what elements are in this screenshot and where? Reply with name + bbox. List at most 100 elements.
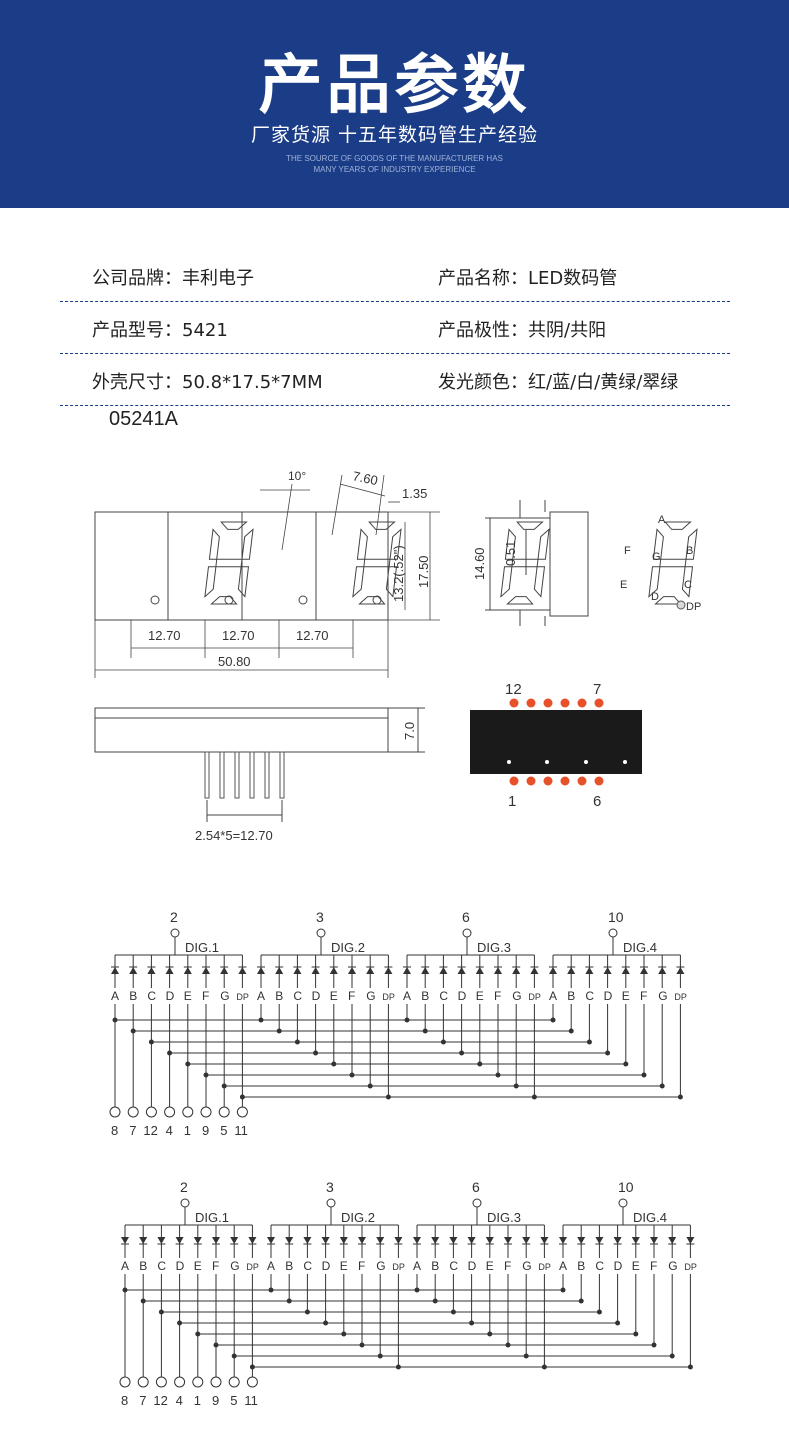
bottom-pin-number: 12 [153, 1393, 167, 1408]
segment-label: D [458, 989, 467, 1003]
segment-label: C [293, 989, 302, 1003]
diode-symbol [595, 1237, 604, 1244]
segment-label: A [111, 989, 119, 1003]
segment-b [241, 528, 254, 560]
spec-table: 公司品牌：丰利电子 产品名称：LED数码管 产品型号：5421 产品极性：共阴/… [60, 250, 730, 406]
digit-pin-circle [326, 1198, 336, 1208]
digit-pin-number: 3 [316, 909, 324, 925]
pin-dot-top [543, 698, 553, 708]
diode-symbol [111, 967, 119, 974]
pin-dot-top [560, 698, 570, 708]
segment-label: DP [538, 1262, 551, 1272]
diode-symbol [285, 1237, 294, 1244]
segment-label: A [267, 1259, 275, 1273]
diode-symbol [257, 967, 265, 974]
segment-g [363, 558, 391, 568]
dim-side-height: 14.60 [472, 547, 487, 580]
digit-name: DIG.2 [341, 1210, 375, 1225]
seg-label-a: A [658, 514, 666, 526]
diode-symbol [457, 967, 466, 974]
diode-symbol [668, 1237, 677, 1244]
digit-pin-number: 6 [472, 1179, 480, 1195]
diode-symbol [358, 1237, 366, 1244]
segment-label: E [194, 1259, 202, 1273]
pin-dot-bottom [543, 776, 553, 786]
segment-label: A [121, 1259, 129, 1273]
diode-symbol [293, 967, 302, 974]
seg-label-e: E [620, 579, 627, 591]
segment-label: A [257, 989, 265, 1003]
bottom-pin-number: 11 [234, 1123, 248, 1138]
digit-pin-number: 10 [618, 1179, 634, 1195]
bottom-pin-circle [182, 1106, 194, 1118]
segment-label: D [312, 989, 321, 1003]
diode-symbol [650, 1237, 658, 1244]
diode-symbol [212, 1237, 220, 1244]
seg-label-c: C [684, 579, 692, 591]
spec-row: 产品型号：5421 产品极性：共阴/共阳 [60, 302, 730, 354]
diode-symbol [577, 1237, 586, 1244]
segment-label: A [549, 989, 557, 1003]
diode-symbol [193, 1237, 202, 1244]
diode-symbol [549, 967, 557, 974]
segment-b [537, 528, 550, 560]
seg-label-dp: DP [686, 601, 701, 613]
diode-symbol [175, 1237, 184, 1244]
bottom-pin-circle [174, 1376, 186, 1388]
pin-leg [264, 751, 270, 799]
segment-label: G [668, 1259, 677, 1273]
segment-label: G [366, 989, 375, 1003]
segment-label: B [431, 1259, 439, 1273]
dim-pin-pitch: 2.54*5=12.70 [195, 828, 273, 843]
diode-symbol [585, 967, 594, 974]
pin-label-1: 1 [508, 793, 516, 810]
bottom-pin-number: 1 [194, 1393, 201, 1408]
diode-symbol [431, 1237, 440, 1244]
segment-c [533, 566, 546, 598]
diode-symbol [275, 967, 284, 974]
bottom-pin-circle [246, 1376, 258, 1388]
model-number: 05241A [109, 408, 178, 430]
digit-pin-circle [608, 928, 618, 938]
diode-symbol [121, 1237, 129, 1244]
segment-f [356, 528, 368, 560]
spec-colors: 发光颜色：红/蓝/白/黄绿/翠绿 [438, 372, 679, 393]
dim-angle: 10° [288, 469, 306, 483]
segment-label: F [358, 1259, 365, 1273]
bottom-pin-circle [164, 1106, 176, 1118]
pin-dots [509, 698, 604, 786]
diode-symbol [303, 1237, 312, 1244]
diode-symbol [230, 1237, 239, 1244]
bottom-pin-circle [127, 1106, 139, 1118]
pin-leg [204, 751, 210, 799]
segment-label: B [567, 989, 575, 1003]
diode-symbol [202, 967, 210, 974]
seg-label-g: G [652, 551, 661, 563]
segment-label: B [129, 989, 137, 1003]
segment-label: C [585, 989, 594, 1003]
diode-symbol [613, 1237, 622, 1244]
diode-symbol [384, 967, 393, 974]
pin-dot-bottom [594, 776, 604, 786]
segment-label: F [504, 1259, 511, 1273]
diode-symbol [348, 967, 356, 974]
digit-name: DIG.3 [477, 940, 511, 955]
segment-label: F [202, 989, 209, 1003]
diode-symbol [603, 967, 612, 974]
dimension-drawing: 10° 7.60 1.35 13.2(.52") 17.50 12.70 12.… [94, 468, 701, 843]
diode-symbol [522, 1237, 531, 1244]
diode-symbol [157, 1237, 166, 1244]
bottom-pin-number: 7 [139, 1393, 146, 1408]
segment-a [664, 521, 692, 530]
pin-dot-top [509, 698, 519, 708]
bottom-pin-number: 9 [212, 1393, 219, 1408]
front-dp-4 [372, 595, 382, 605]
bottom-pin-circle [145, 1106, 157, 1118]
diode-symbol [640, 967, 648, 974]
segment-label: E [340, 1259, 348, 1273]
diode-symbol [494, 967, 502, 974]
segment-e [648, 566, 661, 598]
english-tagline-2: MANY YEARS OF INDUSTRY EXPERIENCE [313, 165, 476, 174]
diode-symbol [129, 967, 138, 974]
